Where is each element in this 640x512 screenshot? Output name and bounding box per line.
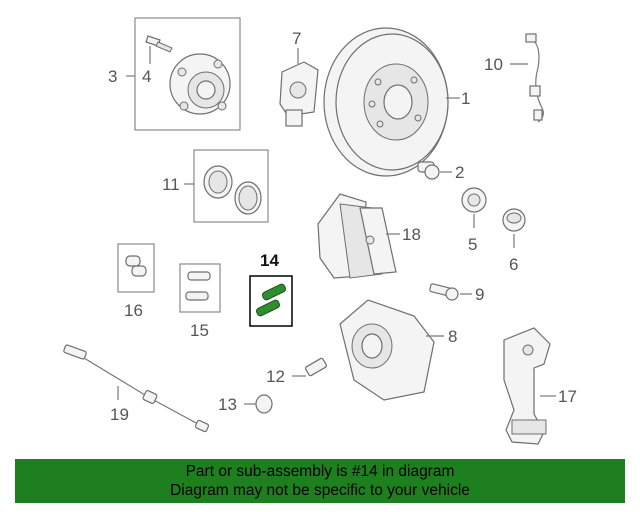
callout-6[interactable]: 6 (509, 255, 518, 274)
part-3-hub-bearing[interactable] (134, 17, 241, 131)
callout-3[interactable]: 3 (108, 67, 117, 86)
callout-19[interactable]: 19 (110, 405, 129, 424)
part-1-brake-rotor[interactable] (323, 27, 449, 177)
part-12-bleeder[interactable] (304, 357, 328, 377)
part-15-guide-pin-kit[interactable] (179, 263, 221, 313)
callout-14[interactable]: 14 (260, 251, 279, 270)
callout-4[interactable]: 4 (142, 67, 151, 86)
part-10-abs-sensor[interactable] (525, 33, 544, 123)
callout-16[interactable]: 16 (124, 301, 143, 320)
callout-17[interactable]: 17 (558, 387, 577, 406)
callout-1[interactable]: 1 (461, 89, 470, 108)
part-8-caliper[interactable] (339, 299, 435, 401)
part-11-seal-kit[interactable] (193, 149, 269, 223)
callout-11[interactable]: 11 (162, 175, 180, 194)
part-5-nut[interactable] (461, 187, 487, 213)
part-2-bolt[interactable] (417, 161, 440, 180)
callout-5[interactable]: 5 (468, 235, 477, 254)
notice-banner: Part or sub-assembly is #14 in diagram D… (15, 459, 625, 503)
part-17-caliper-bracket[interactable] (503, 327, 551, 445)
callout-8[interactable]: 8 (448, 327, 457, 346)
callout-12[interactable]: 12 (266, 367, 285, 386)
callout-13[interactable]: 13 (218, 395, 237, 414)
callout-10[interactable]: 10 (484, 55, 503, 74)
part-9-bolt[interactable] (429, 283, 459, 301)
part-18-brake-pads[interactable] (317, 193, 397, 279)
part-19-brake-hose[interactable] (63, 344, 210, 433)
callout-15[interactable]: 15 (190, 321, 209, 340)
banner-line-1: Part or sub-assembly is #14 in diagram (185, 463, 455, 480)
part-14-highlighted[interactable] (249, 275, 293, 327)
callout-7[interactable]: 7 (292, 29, 301, 48)
part-16-bushing-kit[interactable] (117, 243, 155, 293)
callout-2[interactable]: 2 (455, 163, 464, 182)
part-6-cap[interactable] (502, 208, 526, 232)
part-7-splash-shield[interactable] (279, 61, 319, 127)
banner-line-2: Diagram may not be specific to your vehi… (170, 482, 470, 499)
part-13-cap[interactable] (255, 394, 273, 414)
callout-18[interactable]: 18 (402, 225, 421, 244)
callout-9[interactable]: 9 (475, 285, 484, 304)
